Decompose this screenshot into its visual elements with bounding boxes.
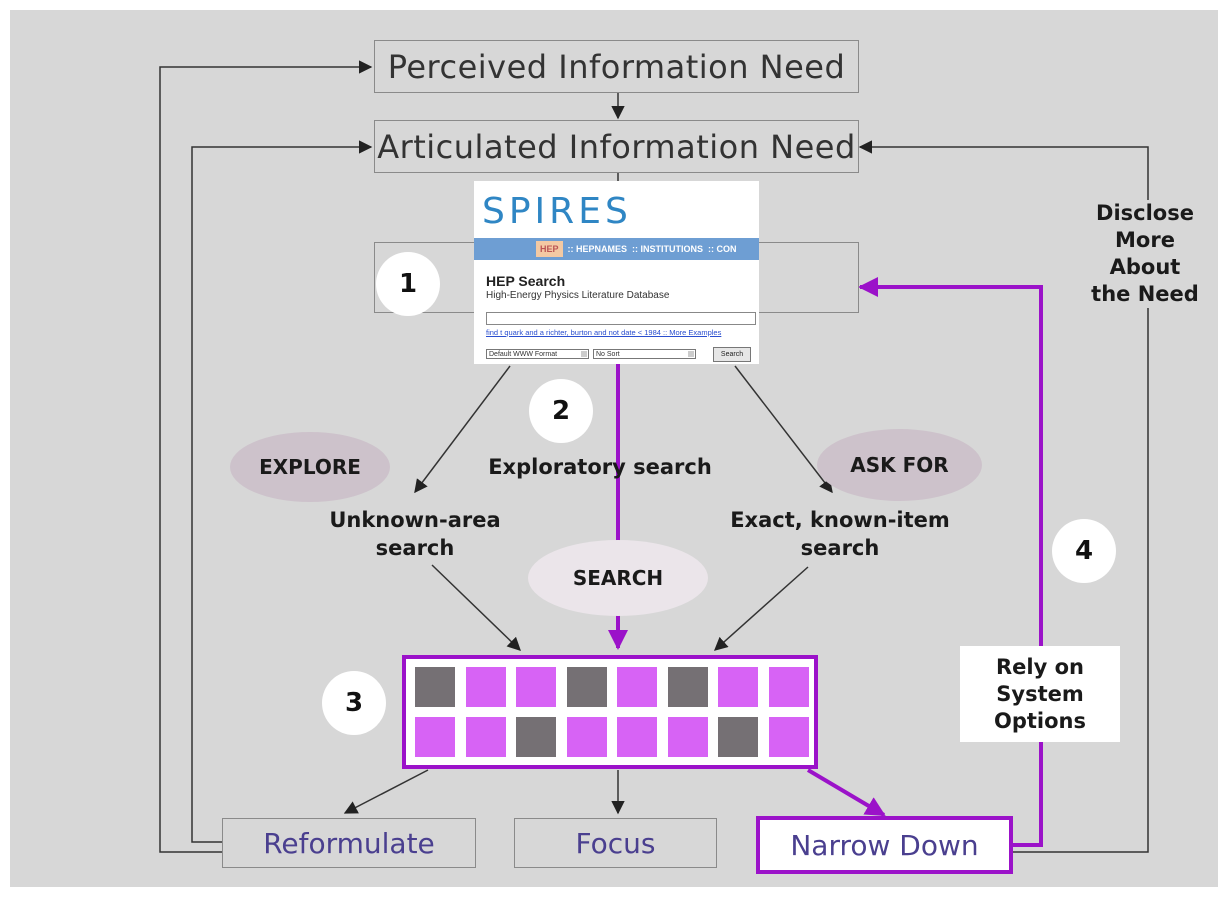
spires-tab-con[interactable]: :: CON — [708, 244, 737, 254]
focus-label: Focus — [575, 826, 656, 860]
format-select[interactable]: Default WWW Format — [486, 349, 589, 359]
grid-to-reformulate-arrow — [343, 769, 429, 814]
result-cell-pink — [566, 717, 607, 757]
result-cell-gray — [566, 667, 607, 707]
perceived-need-box: Perceived Information Need — [374, 40, 859, 93]
loop-from-narrow-down-line — [858, 140, 1149, 853]
result-cell-gray — [667, 667, 708, 707]
disclose-more-label: Disclose More About the Need — [1075, 200, 1215, 308]
spires-tab-hep[interactable]: HEP — [536, 241, 563, 257]
sort-select[interactable]: No Sort — [593, 349, 696, 359]
perceived-need-label: Perceived Information Need — [387, 47, 846, 86]
rely-line-1: Rely on — [996, 655, 1084, 679]
sort-select-value: No Sort — [596, 351, 620, 358]
spires-to-exact-arrow — [734, 365, 833, 494]
result-cell-gray — [415, 667, 455, 707]
chevron-down-icon — [688, 351, 694, 357]
step-3-badge: 3 — [322, 671, 386, 735]
narrow-down-box: Narrow Down — [756, 816, 1013, 874]
hep-search-input[interactable] — [486, 312, 756, 325]
spires-logo: SPIRES — [482, 191, 632, 232]
exact-known-item-label: Exact, known-item search — [700, 506, 980, 563]
results-grid — [402, 655, 818, 769]
ask-for-oval: ASK FOR — [817, 429, 982, 501]
exact-line-2: search — [800, 536, 880, 561]
disclose-line-1: Disclose — [1096, 201, 1194, 225]
loop-to-articulated-line — [191, 140, 373, 843]
result-cell-pink — [718, 667, 758, 707]
rely-line-2: System — [996, 681, 1084, 706]
step-4-badge: 4 — [1052, 519, 1116, 583]
rely-line-3: Options — [994, 708, 1086, 733]
disclose-line-3: About — [1109, 254, 1181, 279]
result-cell-pink — [768, 667, 809, 707]
hep-search-subtitle: High-Energy Physics Literature Database — [486, 290, 670, 301]
spires-nav-bar: HEP :: HEPNAMES :: INSTITUTIONS :: CON — [474, 238, 759, 260]
narrow-down-label: Narrow Down — [790, 828, 979, 862]
narrow-down-to-query-purple-arrow — [858, 277, 1043, 847]
result-cell-pink — [617, 717, 657, 757]
search-button[interactable]: Search — [713, 347, 751, 362]
unknown-area-line-1: Unknown-area — [329, 508, 501, 532]
disclose-line-4: the Need — [1091, 281, 1199, 306]
step-1-badge: 1 — [376, 252, 440, 316]
articulated-need-label: Articulated Information Need — [377, 127, 856, 166]
exploratory-search-label: Exploratory search — [488, 455, 712, 479]
reformulate-box: Reformulate — [222, 818, 476, 868]
grid-to-narrow-down-purple-arrow — [806, 768, 886, 817]
result-cell-pink — [516, 667, 556, 707]
spires-to-unknown-arrow — [414, 365, 511, 494]
unknown-to-grid-arrow — [431, 564, 521, 651]
result-cell-pink — [667, 717, 708, 757]
unknown-area-line-2: search — [375, 536, 455, 561]
exact-line-1: Exact, known-item — [730, 508, 950, 532]
explore-oval: EXPLORE — [230, 432, 390, 502]
articulated-need-box: Articulated Information Need — [374, 120, 859, 173]
exact-to-grid-arrow — [713, 566, 809, 651]
result-cell-gray — [718, 717, 758, 757]
reformulate-label: Reformulate — [263, 826, 435, 860]
hep-example-link[interactable]: find t quark and a richter, burton and n… — [486, 328, 722, 337]
result-cell-pink — [465, 667, 506, 707]
chevron-down-icon — [581, 351, 587, 357]
result-cell-pink — [415, 717, 455, 757]
focus-box: Focus — [514, 818, 717, 868]
disclose-line-2: More — [1115, 227, 1175, 252]
unknown-area-label: Unknown-area search — [300, 506, 530, 563]
spires-search-screenshot: SPIRES HEP :: HEPNAMES :: INSTITUTIONS :… — [474, 181, 759, 364]
spires-tab-hepnames[interactable]: :: HEPNAMES — [567, 244, 628, 254]
search-oval: SEARCH — [528, 540, 708, 616]
step-2-badge: 2 — [529, 379, 593, 443]
rely-on-system-options-box: Rely on System Options — [960, 646, 1120, 742]
format-select-value: Default WWW Format — [489, 351, 558, 358]
result-cell-pink — [617, 667, 657, 707]
result-cell-pink — [465, 717, 506, 757]
hep-search-title: HEP Search — [486, 273, 566, 289]
spires-tab-institutions[interactable]: :: INSTITUTIONS — [632, 244, 704, 254]
result-cell-pink — [768, 717, 809, 757]
result-cell-gray — [516, 717, 556, 757]
loop-to-perceived-line — [159, 60, 373, 853]
